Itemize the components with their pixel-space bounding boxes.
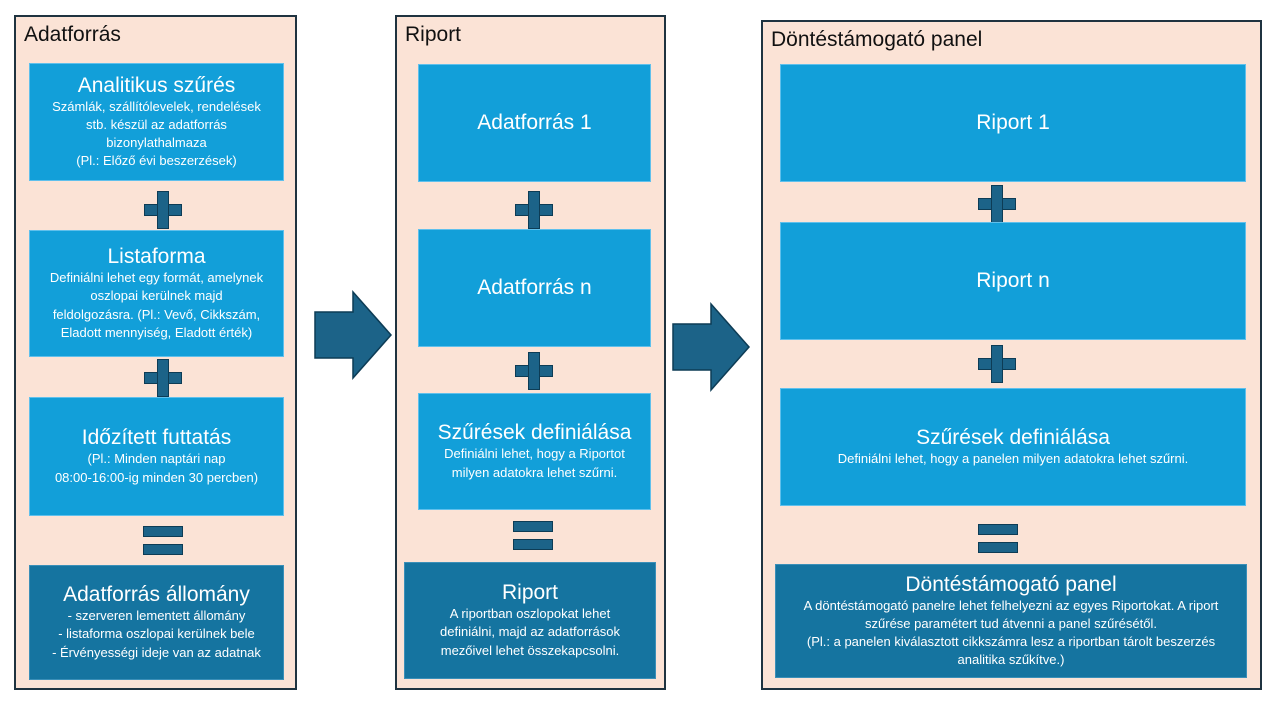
szuresek-definialasa-panel-box: Szűrések definiálása Definiálni lehet, h…: [780, 388, 1246, 506]
plus-icon: [144, 191, 182, 229]
panel-title: Döntéstámogató panel: [771, 28, 983, 51]
box-description: Számlák, szállítólevelek, rendelések stb…: [52, 98, 261, 171]
panel-title: Riport: [405, 23, 462, 46]
idozitett-futtatas-box: Időzített futtatás (Pl.: Minden naptári …: [29, 397, 284, 516]
riport-n-box: Riport n: [780, 222, 1246, 340]
adatforras-allomany-box: Adatforrás állomány - szerveren lementet…: [29, 565, 284, 680]
box-description: - szerveren lementett állomány - listafo…: [52, 607, 261, 662]
box-description: A riportban oszlopokat lehet definiálni,…: [440, 605, 620, 660]
description-line: definiálni, majd az adatforrások: [440, 624, 620, 640]
description-line: - listaforma oszlopai kerülnek bele: [58, 626, 255, 642]
arrow-right-icon: [672, 302, 751, 392]
panel-riport: Riport Adatforrás 1 Adatforrás n Szűrése…: [395, 15, 666, 690]
adatforras-1-box: Adatforrás 1: [418, 64, 651, 182]
box-description: Definiálni lehet, hogy a Riportot milyen…: [444, 445, 625, 481]
description-line: Definiálni lehet, hogy a panelen milyen …: [837, 450, 1189, 466]
description-line: feldolgozásra. (Pl.: Vevő, Cikkszám,: [52, 306, 261, 322]
arrow-right-icon: [314, 290, 393, 380]
box-title: Adatforrás n: [477, 275, 592, 299]
adatforras-n-box: Adatforrás n: [418, 229, 651, 347]
description-line: (Pl.: Előző évi beszerzések): [76, 153, 237, 169]
description-line: mezőivel lehet összekapcsolni.: [440, 642, 620, 658]
box-description: A döntéstámogató panelre lehet felhelyez…: [804, 597, 1219, 670]
description-line: A döntéstámogató panelre lehet felhelyez…: [803, 597, 1219, 613]
box-title: Adatforrás állomány: [63, 583, 250, 607]
donteostamogato-panel-result-box: Döntéstámogató panel A döntéstámogató pa…: [775, 564, 1247, 678]
panel-donteostamogato: Döntéstámogató panel Riport 1 Riport n S…: [761, 20, 1262, 690]
plus-icon: [144, 359, 182, 397]
equals-icon: [513, 521, 553, 551]
description-line: Számlák, szállítólevelek, rendelések: [52, 98, 261, 114]
description-line: (Pl.: a panelen kiválasztott cikkszámra …: [806, 634, 1216, 650]
panel-title: Adatforrás: [24, 23, 121, 46]
description-line: bizonylathalmaza: [106, 135, 207, 151]
plus-icon: [978, 345, 1016, 383]
box-title: Riport 1: [976, 110, 1050, 134]
description-line: Definiálni lehet egy formát, amelynek: [49, 270, 264, 286]
plus-icon: [978, 185, 1016, 223]
description-line: - szerveren lementett állomány: [67, 608, 246, 624]
equals-icon: [978, 524, 1018, 554]
riport-result-box: Riport A riportban oszlopokat lehet defi…: [404, 562, 656, 679]
box-description: Definiálni lehet egy formát, amelynek os…: [50, 269, 263, 342]
box-description: (Pl.: Minden naptári nap 08:00-16:00-ig …: [55, 450, 258, 486]
box-title: Listaforma: [107, 245, 206, 269]
box-title: Szűrések definiálása: [916, 425, 1110, 449]
listaforma-box: Listaforma Definiálni lehet egy formát, …: [29, 230, 284, 357]
szuresek-definialasa-box: Szűrések definiálása Definiálni lehet, h…: [418, 393, 651, 510]
box-title: Riport n: [976, 268, 1050, 292]
box-description: Definiálni lehet, hogy a panelen milyen …: [838, 450, 1189, 468]
description-line: (Pl.: Minden naptári nap: [87, 451, 226, 467]
description-line: - Érvényességi ideje van az adatnak: [52, 644, 261, 660]
description-line: A riportban oszlopokat lehet: [449, 606, 611, 622]
box-title: Szűrések definiálása: [437, 421, 632, 445]
box-title: Időzített futtatás: [81, 426, 232, 450]
box-title: Analitikus szűrés: [77, 73, 236, 97]
description-line: Eladott mennyiség, Eladott érték): [60, 324, 253, 340]
analitikus-szures-box: Analitikus szűrés Számlák, szállítólevel…: [29, 63, 284, 181]
description-line: Definiálni lehet, hogy a Riportot: [444, 446, 625, 462]
box-title: Riport: [501, 581, 559, 605]
description-line: oszlopai kerülnek majd: [90, 288, 223, 304]
description-line: milyen adatokra lehet szűrni.: [451, 464, 618, 480]
description-line: stb. készül az adatforrás: [86, 116, 227, 132]
description-line: 08:00-16:00-ig minden 30 percben): [54, 469, 259, 485]
plus-icon: [515, 352, 553, 390]
riport-1-box: Riport 1: [780, 64, 1246, 182]
equals-icon: [143, 526, 183, 556]
panel-adatforras: Adatforrás Analitikus szűrés Számlák, sz…: [14, 15, 297, 690]
box-title: Adatforrás 1: [477, 110, 592, 134]
description-line: szűrése paramétert tud átvenni a panel s…: [865, 615, 1157, 631]
box-title: Döntéstámogató panel: [905, 572, 1117, 596]
plus-icon: [515, 191, 553, 229]
description-line: analitika szűkítve.): [957, 652, 1065, 668]
